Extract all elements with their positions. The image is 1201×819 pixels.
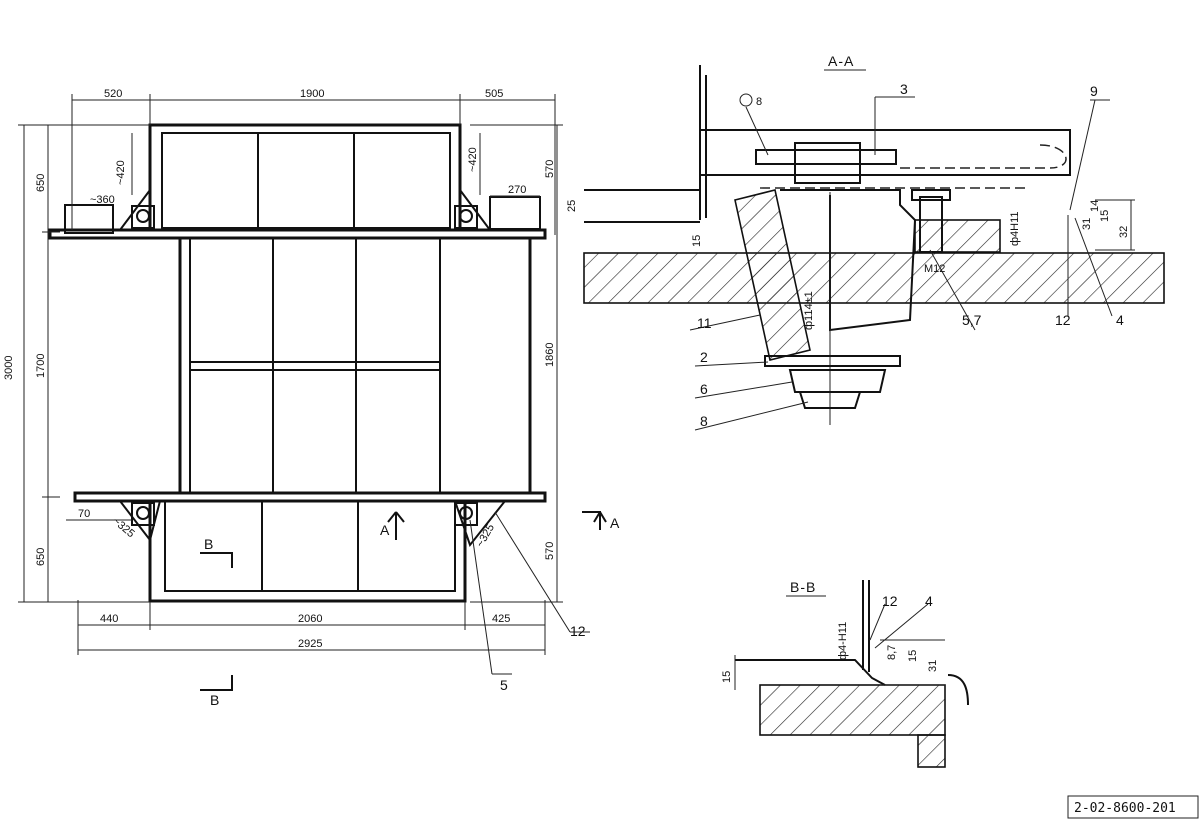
section-aa-title: A-A (828, 53, 854, 69)
aa-dim-32: 32 (1118, 226, 1130, 238)
plan-callout-5: 5 (500, 677, 508, 693)
dim-left-650-bottom: 650 (35, 548, 47, 566)
weld-symbol-icon (739, 93, 753, 107)
section-b-b: B-B 15 12 4 8,7 15 31 ф4-H11 (721, 579, 969, 768)
aa-dim-25: 25 (566, 200, 578, 212)
dim-corner-top: ~420 (115, 160, 127, 185)
dim-bottom-2060: 2060 (298, 613, 322, 625)
aa-callout-8: 8 (700, 413, 708, 429)
dim-right-1860: 1860 (544, 343, 556, 367)
base-slab-bb (759, 684, 946, 736)
aa-callout-57: 5,7 (962, 312, 982, 328)
plan-callout-12: 12 (570, 623, 586, 639)
aa-callout-11: 11 (697, 315, 712, 331)
aa-weld-size: 8 (756, 96, 762, 108)
twisted-tube (734, 189, 811, 361)
bb-callout-4: 4 (925, 593, 933, 609)
section-mark-a-right: A (610, 515, 620, 531)
bb-dim-15-left: 15 (721, 671, 733, 683)
dim-right-570-bottom: 570 (544, 542, 556, 560)
aa-callout-9: 9 (1090, 83, 1098, 99)
dim-corner-bottom-right: ~325 (474, 522, 497, 549)
dim-bottom-425: 425 (492, 613, 510, 625)
aa-callout-6: 6 (700, 381, 708, 397)
aa-callout-12: 12 (1055, 312, 1071, 328)
section-mark-a-left: A (380, 522, 390, 538)
section-mark-b-top: B (204, 536, 213, 552)
top-bay-outline (148, 123, 462, 232)
section-mark-b-bottom: B (210, 692, 219, 708)
dim-left-650-top: 650 (35, 174, 47, 192)
dim-left-1700: 1700 (35, 354, 47, 378)
dim-bracket-bottom: 70 (78, 508, 90, 520)
dim-corner-top-right: ~420 (467, 147, 479, 172)
dim-bottom-2925: 2925 (298, 638, 322, 650)
bb-callout-12: 12 (882, 593, 898, 609)
bracket-top-left (64, 204, 114, 234)
bracket-bottom-right (454, 502, 478, 526)
bottom-bay-outline (148, 499, 467, 603)
drawing-number: 2-02-8600-201 (1074, 801, 1176, 816)
dim-top-520: 520 (104, 88, 122, 100)
bb-dim-31: 31 (927, 660, 939, 672)
dim-bottom-440: 440 (100, 613, 118, 625)
dim-right-570-top: 570 (544, 160, 556, 178)
section-bb-title: B-B (790, 579, 816, 595)
aa-note-bolt: M12 (924, 263, 945, 275)
aa-note-tube-diameter: ф114±1 (803, 291, 815, 330)
bb-note-hole: ф4-H11 (837, 622, 849, 660)
dim-top-1900: 1900 (300, 88, 324, 100)
aa-callout-3: 3 (900, 81, 908, 97)
dim-top-505: 505 (485, 88, 503, 100)
bb-dim-15: 15 (907, 650, 919, 662)
section-a-a: A-A 25 15 3 (566, 53, 1165, 431)
dim-left-3000: 3000 (3, 356, 15, 380)
drawing-number-stamp: 2-02-8600-201 (1067, 795, 1199, 819)
aa-callout-2: 2 (700, 349, 708, 365)
dim-bracket-top: ~360 (90, 194, 115, 206)
bb-dim-87: 8,7 (886, 645, 898, 660)
aa-dim-15-right: 15 (1099, 210, 1111, 222)
bracket-bottom-left (131, 502, 155, 526)
bracket-top-right (489, 196, 541, 230)
aa-callout-4: 4 (1116, 312, 1124, 328)
aa-dim-15: 15 (691, 235, 703, 247)
aa-dim-14: 14 (1089, 200, 1101, 212)
dim-bracket-right: 270 (508, 184, 526, 196)
aa-dim-31: 31 (1081, 218, 1093, 230)
aa-note-hole: ф4H11 (1009, 211, 1021, 246)
base-slab-aa (583, 252, 1165, 304)
plan-view: 520 1900 505 3000 650 1700 650 570 1860 … (3, 88, 620, 708)
